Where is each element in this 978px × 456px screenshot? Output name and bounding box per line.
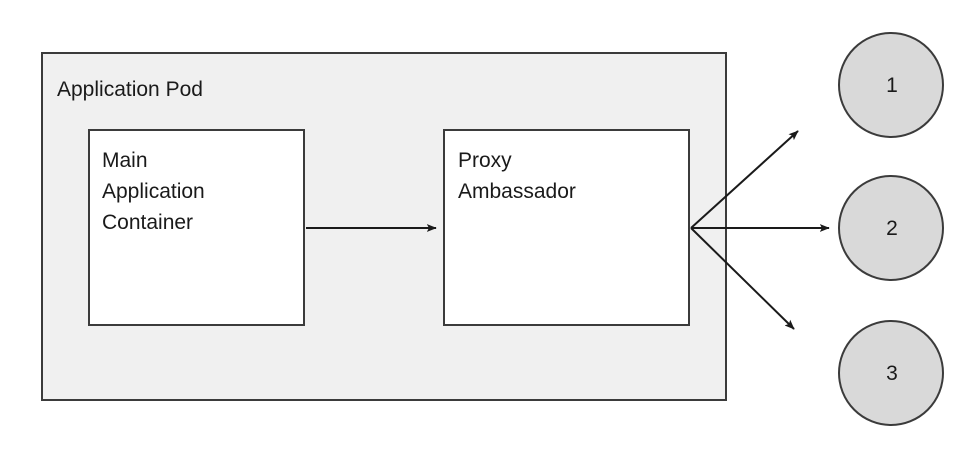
endpoint-circle-1 xyxy=(838,32,944,138)
endpoint-circle-3 xyxy=(838,320,944,426)
proxy-ambassador-box xyxy=(443,129,690,326)
endpoint-circle-2 xyxy=(838,175,944,281)
main-application-container-box xyxy=(88,129,305,326)
connector-proxy-to-endpoint-3 xyxy=(690,227,795,330)
connector-proxy-to-endpoint-1 xyxy=(690,130,799,229)
